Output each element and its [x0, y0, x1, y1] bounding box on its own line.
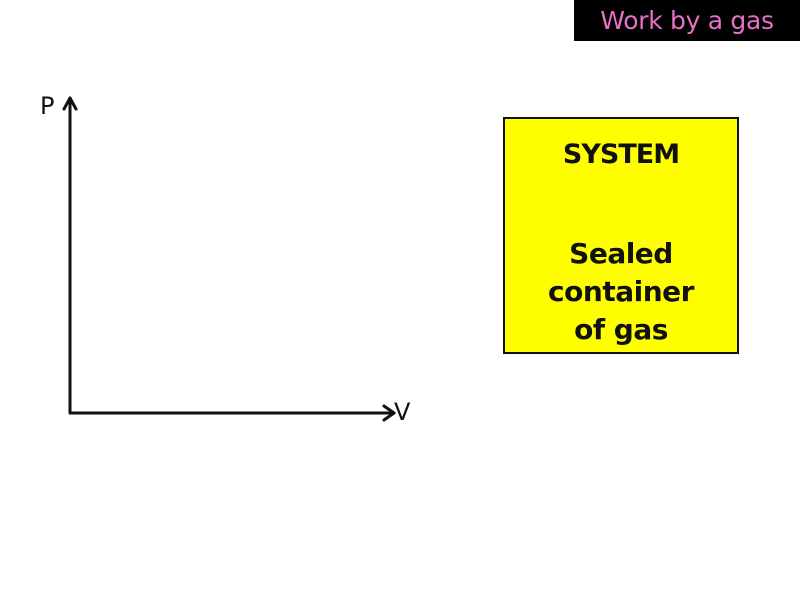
- y-axis-arrow: [62, 96, 78, 415]
- system-heading: SYSTEM: [562, 139, 680, 170]
- system-description-line: of gas: [574, 313, 668, 346]
- x-axis-arrow: [68, 404, 396, 422]
- system-description-line: container: [548, 275, 694, 308]
- slide-title: Work by a gas: [574, 0, 800, 41]
- system-description: Sealed container of gas: [505, 235, 737, 349]
- volume-axis-label: V: [394, 398, 411, 426]
- system-description-line: Sealed: [569, 237, 673, 270]
- pressure-axis-label: P: [40, 92, 55, 120]
- system-box: SYSTEM Sealed container of gas: [503, 117, 739, 354]
